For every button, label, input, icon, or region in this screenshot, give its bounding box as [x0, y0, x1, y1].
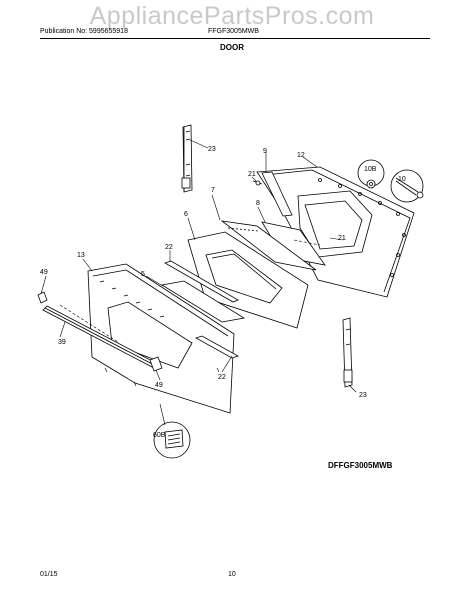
- hinge-screw-detail: [390, 169, 424, 203]
- page-number: 10: [228, 571, 236, 578]
- hinge-top-part: [181, 124, 193, 193]
- inner-glass-part: [220, 220, 317, 271]
- callout-5: 5: [141, 271, 145, 278]
- callout-9: 9: [263, 148, 267, 155]
- callout-labels: 23 9 12 10B 21 7 10 8 6 21 22 13 5 49 39…: [40, 146, 406, 439]
- grommet-detail: [357, 159, 385, 189]
- callout-60b: 60B: [153, 432, 166, 439]
- glass-clip-part-top: [164, 260, 239, 303]
- callout-7: 7: [211, 187, 215, 194]
- watermark: AppliancePartsPros.com: [89, 2, 375, 30]
- callout-6: 6: [184, 211, 188, 218]
- publication-number: Publication No: 5995655918: [40, 28, 128, 35]
- bottom-screw-detail: [153, 421, 191, 459]
- header-rule: [40, 38, 430, 39]
- callout-22-top: 22: [165, 244, 173, 251]
- callout-21-mid: 21: [338, 235, 346, 242]
- leader-lines: [40, 139, 357, 426]
- callout-21-top: 21: [248, 171, 256, 178]
- callout-22-bottom: 22: [218, 374, 226, 381]
- glass-frame-part: [187, 231, 309, 329]
- callout-8: 8: [256, 200, 260, 207]
- screw-part: [252, 180, 263, 186]
- door-gasket-part: [261, 171, 293, 217]
- callout-23-bottom: 23: [359, 392, 367, 399]
- inner-door-panel-part: [256, 166, 415, 298]
- footer-date: 01/15: [40, 571, 58, 578]
- handle-end-cap-left: [37, 291, 48, 304]
- callout-49-right: 49: [155, 382, 163, 389]
- callout-13: 13: [77, 252, 85, 259]
- outer-glass-part: [160, 280, 246, 323]
- outer-door-panel-part: [87, 263, 235, 414]
- hinge-bottom-part: [342, 317, 353, 388]
- callout-12: 12: [297, 152, 305, 159]
- section-title: DOOR: [220, 43, 244, 52]
- handle-end-cap-right: [149, 356, 163, 372]
- callout-10: 10: [398, 176, 406, 183]
- callout-49-left: 49: [40, 269, 48, 276]
- model-number: FFGF3005MWB: [208, 28, 259, 35]
- callout-10b: 10B: [364, 166, 377, 173]
- callout-39: 39: [58, 339, 66, 346]
- glass-clip-part-bottom: [195, 335, 239, 359]
- callout-23-top: 23: [208, 146, 216, 153]
- diagram-code: DFFGF3005MWB: [328, 461, 393, 470]
